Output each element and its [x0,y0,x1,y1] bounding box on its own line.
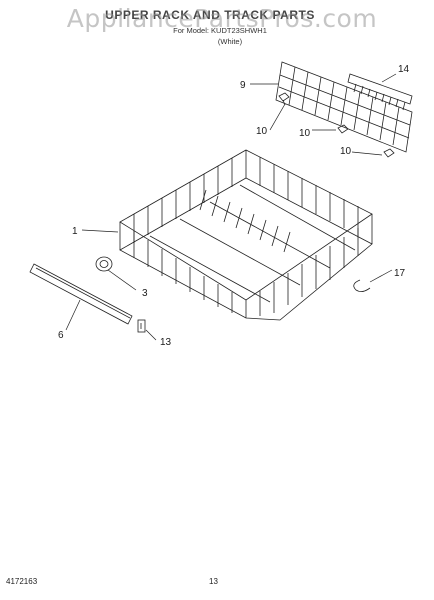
track-end-stop [137,319,146,333]
watermark: AppliancePartsPros.com [66,4,378,33]
clip-upper [278,92,290,106]
clip-right-2 [383,148,395,158]
rack-clip [353,279,371,292]
document-number: 4172163 [6,577,38,586]
upper-rack-basket [119,149,373,321]
rack-guard-panel [275,61,413,153]
callout-10-lower: 10 [340,146,352,157]
callout-10-middle: 10 [299,128,311,139]
callout-6: 6 [58,330,64,341]
clip-right-1 [337,124,349,134]
model-number: For Model: KUDT23SHWH1 [173,26,267,35]
color-variant: (White) [217,37,243,46]
callout-9: 9 [240,80,246,91]
callout-1: 1 [72,226,78,237]
callout-10-upper: 10 [256,126,268,137]
rack-track-rail [29,263,133,325]
leader-lines [65,73,397,341]
rack-wheel [95,256,113,272]
callout-17: 17 [394,268,406,279]
callout-14: 14 [398,64,410,75]
tine-strip [347,73,413,111]
page-number: 13 [209,577,218,586]
callout-3: 3 [142,288,148,299]
page-title: UPPER RACK AND TRACK PARTS [105,8,315,22]
callout-13: 13 [160,337,172,348]
